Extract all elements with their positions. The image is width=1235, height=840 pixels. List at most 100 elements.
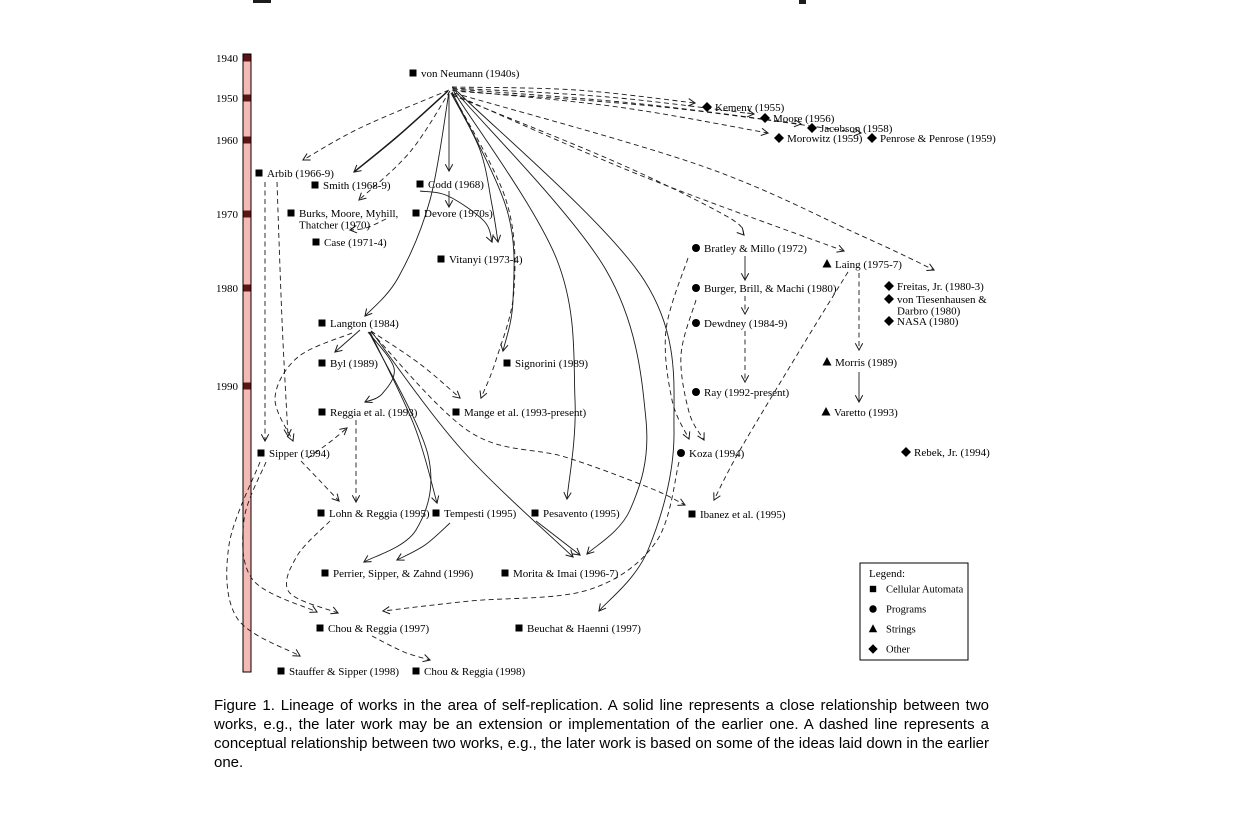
edge-pesavento-morita (535, 520, 581, 556)
node-label-mange: Mange et al. (1993-present) (464, 407, 587, 419)
square-marker-icon (503, 359, 511, 367)
square-marker-icon (318, 359, 326, 367)
node-label-laing: Laing (1975-7) (835, 259, 902, 271)
edge-vonneumann-bratley (451, 94, 745, 236)
node-morris: Morris (1989) (822, 357, 897, 369)
timeline-tick-1970 (243, 210, 251, 218)
node-label-vitanyi: Vitanyi (1973-4) (449, 254, 523, 266)
node-label-burks-line2: Thatcher (1970) (299, 220, 370, 232)
node-sipper: Sipper (1994) (257, 448, 330, 460)
legend-item-circle: Programs (886, 605, 926, 616)
node-label-rebek: Rebek, Jr. (1994) (914, 447, 990, 459)
edge-vonneumann-smith (353, 90, 449, 173)
node-signorini: Signorini (1989) (503, 358, 588, 370)
edge-vonneumann-langton (364, 91, 450, 317)
legend-title: Legend: (869, 568, 905, 580)
square-marker-icon (688, 510, 696, 518)
node-mange: Mange et al. (1993-present) (452, 407, 587, 419)
square-marker-icon (316, 624, 324, 632)
node-varetto: Varetto (1993) (821, 407, 898, 419)
node-perrier: Perrier, Sipper, & Zahnd (1996) (321, 568, 474, 580)
node-label-morowitz: Morowitz (1959) (787, 133, 863, 145)
edge-langton-sipper (274, 332, 353, 443)
edge-koza-chou97 (381, 461, 680, 615)
node-moore: Moore (1956) (760, 113, 835, 125)
node-arbib: Arbib (1966-9) (255, 168, 334, 180)
edge-langton-morita (370, 330, 574, 558)
node-morita: Morita & Imai (1996-7) (501, 568, 619, 580)
node-label-jacobson: Jacobson (1958) (820, 123, 893, 135)
edge-laing-ibanez (713, 271, 849, 502)
node-vonneumann: von Neumann (1940s) (409, 68, 520, 80)
diamond-marker-icon (868, 644, 878, 654)
node-label-perrier: Perrier, Sipper, & Zahnd (1996) (333, 568, 474, 580)
node-case: Case (1971-4) (312, 237, 387, 249)
node-label-tiesenhausen-line2: Darbro (1980) (897, 306, 961, 318)
square-marker-icon (318, 319, 326, 327)
node-lohn: Lohn & Reggia (1995) (317, 508, 430, 520)
node-label-sipper: Sipper (1994) (269, 448, 330, 460)
square-marker-icon (531, 509, 539, 517)
edge-arbib-sipper (276, 181, 292, 438)
square-marker-icon (257, 449, 265, 457)
node-label-case: Case (1971-4) (324, 237, 387, 249)
node-ray: Ray (1992-present) (692, 387, 790, 399)
edge-vonneumann-penrose (452, 90, 863, 137)
node-label-ray: Ray (1992-present) (704, 387, 790, 399)
edge-vonneumann-vitanyi (450, 92, 502, 244)
circle-marker-icon (692, 284, 700, 292)
edge-burks-case (348, 218, 387, 234)
diamond-marker-icon (760, 113, 770, 123)
edge-vonneumann-mange (451, 92, 516, 400)
triangle-marker-icon (822, 357, 832, 366)
triangle-marker-icon (822, 259, 832, 268)
edge-langton-mange (370, 330, 461, 399)
square-marker-icon (452, 408, 460, 416)
node-pesavento: Pesavento (1995) (531, 508, 620, 520)
edge-sipper-lohn (300, 460, 340, 502)
node-byl: Byl (1989) (318, 358, 378, 370)
node-label-koza: Koza (1994) (689, 448, 745, 460)
edge-chou97-chou98 (371, 635, 432, 663)
edge-lohn-chou97 (285, 520, 340, 615)
node-morowitz: Morowitz (1959) (774, 133, 863, 145)
square-marker-icon (255, 169, 263, 177)
node-kemeny: Kemeny (1955) (702, 102, 785, 114)
year-label-1960: 1960 (216, 135, 239, 147)
square-marker-icon (515, 624, 523, 632)
cropped-text-fragment (253, 0, 271, 3)
edge-langton-reggia (363, 331, 395, 404)
edge-burger-koza (680, 299, 705, 442)
node-vitanyi: Vitanyi (1973-4) (437, 254, 523, 266)
node-label-smith: Smith (1968-9) (323, 180, 391, 192)
node-laing: Laing (1975-7) (822, 259, 902, 271)
node-label-morris: Morris (1989) (835, 357, 897, 369)
node-label-pesavento: Pesavento (1995) (543, 508, 620, 520)
edge-tempesti-perrier (395, 522, 451, 561)
edge-vonneumann-beuchat (457, 91, 675, 612)
node-label-freitas: Freitas, Jr. (1980-3) (897, 281, 984, 293)
node-label-dewdney: Dewdney (1984-9) (704, 318, 788, 330)
node-label-ibanez: Ibanez et al. (1995) (700, 509, 786, 521)
square-marker-icon (412, 209, 420, 217)
node-stauffer: Stauffer & Sipper (1998) (277, 666, 399, 678)
edge-vonneumann-morowitz (451, 89, 770, 136)
nodes: von Neumann (1940s) Kemeny (1955)Moore (1… (255, 68, 996, 678)
edge-vonneumann-freitas (453, 92, 936, 271)
circle-marker-icon (692, 319, 700, 327)
square-marker-icon (416, 180, 424, 188)
node-smith: Smith (1968-9) (311, 180, 391, 192)
legend-item-diamond: Other (886, 645, 910, 656)
node-label-chou98: Chou & Reggia (1998) (424, 666, 525, 678)
node-label-signorini: Signorini (1989) (515, 358, 588, 370)
node-label-bratley: Bratley & Millo (1972) (704, 243, 807, 255)
edge-langton-byl (334, 329, 361, 353)
node-label-reggia: Reggia et al. (1993) (330, 407, 418, 419)
timeline-tick-1990 (243, 382, 251, 390)
node-label-chou97: Chou & Reggia (1997) (328, 623, 429, 635)
edge-sipper-stauffer (226, 461, 301, 657)
node-label-vonneumann: von Neumann (1940s) (421, 68, 520, 80)
node-chou97: Chou & Reggia (1997) (316, 623, 429, 635)
